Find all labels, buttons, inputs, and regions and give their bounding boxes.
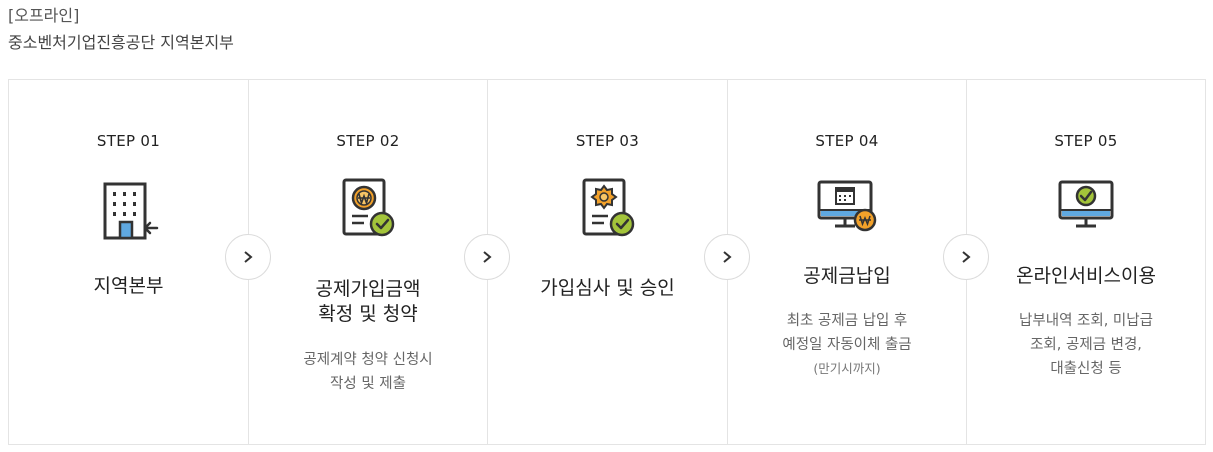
step-desc-line: 납부내역 조회, 미납급 <box>1019 313 1153 329</box>
chevron-right-icon <box>244 251 253 263</box>
step-title-line: 온라인서비스이용 <box>1016 265 1156 287</box>
next-step-arrow-button[interactable] <box>943 234 989 280</box>
office-building-icon <box>103 182 158 240</box>
step-title-line: 확정 및 청약 <box>318 303 418 325</box>
monitor-check-icon <box>1058 180 1114 228</box>
step-02: STEP 02 공제가입금액 확정 및 청약 공제계약 청약 신청시 작성 및 … <box>249 80 487 444</box>
step-title-line: 공제금납입 <box>803 265 891 287</box>
next-step-arrow-button[interactable] <box>225 234 271 280</box>
step-label: STEP 01 <box>96 132 161 150</box>
step-label: STEP 05 <box>1054 132 1118 150</box>
step-desc-line: 최초 공제금 납입 후 <box>786 313 908 329</box>
step-title: 가입심사 및 승인 <box>488 276 727 301</box>
chevron-right-icon <box>962 251 971 263</box>
step-desc-line: 공제계약 청약 신청시 <box>303 352 433 368</box>
step-desc-line: 예정일 자동이체 출금 <box>782 337 912 353</box>
step-description: 최초 공제금 납입 후 예정일 자동이체 출금 (만기시까지) <box>728 309 966 381</box>
channel-label: [오프라인] <box>8 6 80 25</box>
certificate-seal-check-icon <box>582 178 634 237</box>
step-title-line: 공제가입금액 <box>315 278 421 300</box>
step-title: 공제가입금액 확정 및 청약 <box>249 277 487 327</box>
step-04: STEP 04 공제금납입 최초 공제금 납입 후 예정일 자동이체 출금 (만… <box>728 80 966 444</box>
step-desc-line: 조회, 공제금 변경, <box>1030 337 1142 353</box>
step-05: STEP 05 온라인서비스이용 납부내역 조회, 미납급 조회, 공제금 변경… <box>967 80 1205 444</box>
step-description: 공제계약 청약 신청시 작성 및 제출 <box>249 348 487 396</box>
step-desc-line: 대출신청 등 <box>1050 361 1122 377</box>
step-note: (만기시까지) <box>813 361 881 376</box>
step-label: STEP 02 <box>336 132 400 150</box>
step-description: 납부내역 조회, 미납급 조회, 공제금 변경, 대출신청 등 <box>967 309 1205 381</box>
next-step-arrow-button[interactable] <box>464 234 510 280</box>
chevron-right-icon <box>483 251 492 263</box>
step-title: 공제금납입 <box>728 264 966 289</box>
chevron-right-icon <box>723 251 732 263</box>
step-title-line: 지역본부 <box>93 275 164 297</box>
certificate-won-check-icon <box>342 178 395 237</box>
monitor-calendar-won-icon <box>817 180 877 232</box>
org-name: 중소벤처기업진흥공단 지역본지부 <box>8 33 234 52</box>
step-03: STEP 03 가입심사 및 승인 <box>488 80 727 444</box>
step-01: STEP 01 지역본부 <box>9 80 248 444</box>
step-desc-line: 작성 및 제출 <box>330 376 406 392</box>
step-label: STEP 03 <box>575 132 640 150</box>
header: [오프라인] 중소벤처기업진흥공단 지역본지부 <box>8 4 234 56</box>
step-process-panel: STEP 01 지역본부 STEP 02 <box>8 79 1206 445</box>
step-title: 지역본부 <box>9 274 248 299</box>
next-step-arrow-button[interactable] <box>704 234 750 280</box>
step-title: 온라인서비스이용 <box>967 264 1205 289</box>
step-title-line: 가입심사 및 승인 <box>540 277 675 299</box>
step-label: STEP 04 <box>815 132 879 150</box>
